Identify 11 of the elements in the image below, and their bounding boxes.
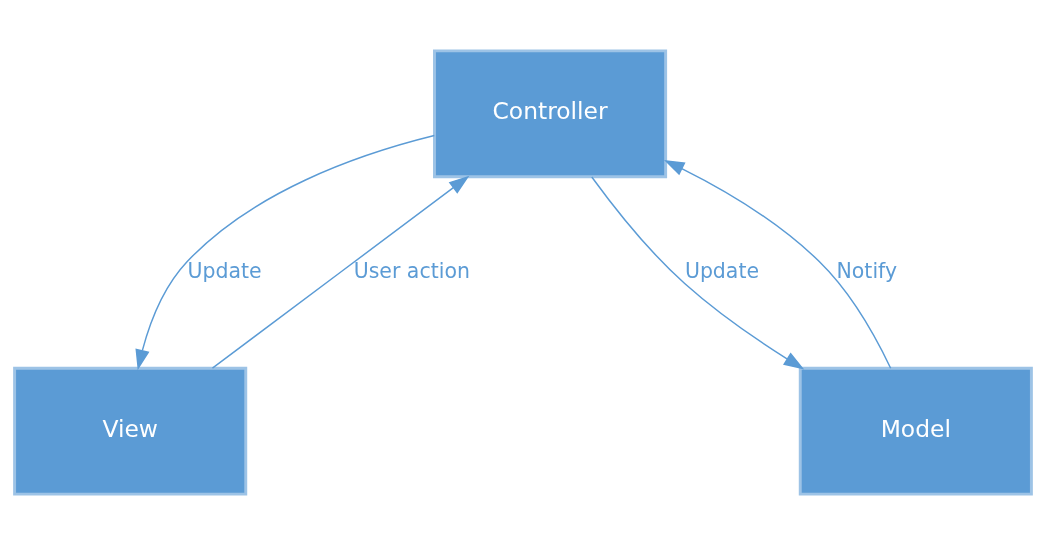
arrow [211, 175, 470, 369]
arrow [591, 175, 805, 369]
arrow [663, 159, 892, 369]
edge-label: Update [684, 258, 760, 283]
node-box: Model [798, 366, 1033, 496]
edge-label: Notify [836, 258, 898, 283]
edge-label: Update [187, 258, 262, 283]
node-box: Controller [433, 48, 668, 178]
edge-label: User action [353, 258, 470, 283]
arrow [135, 134, 436, 370]
node-box: View [13, 366, 248, 496]
